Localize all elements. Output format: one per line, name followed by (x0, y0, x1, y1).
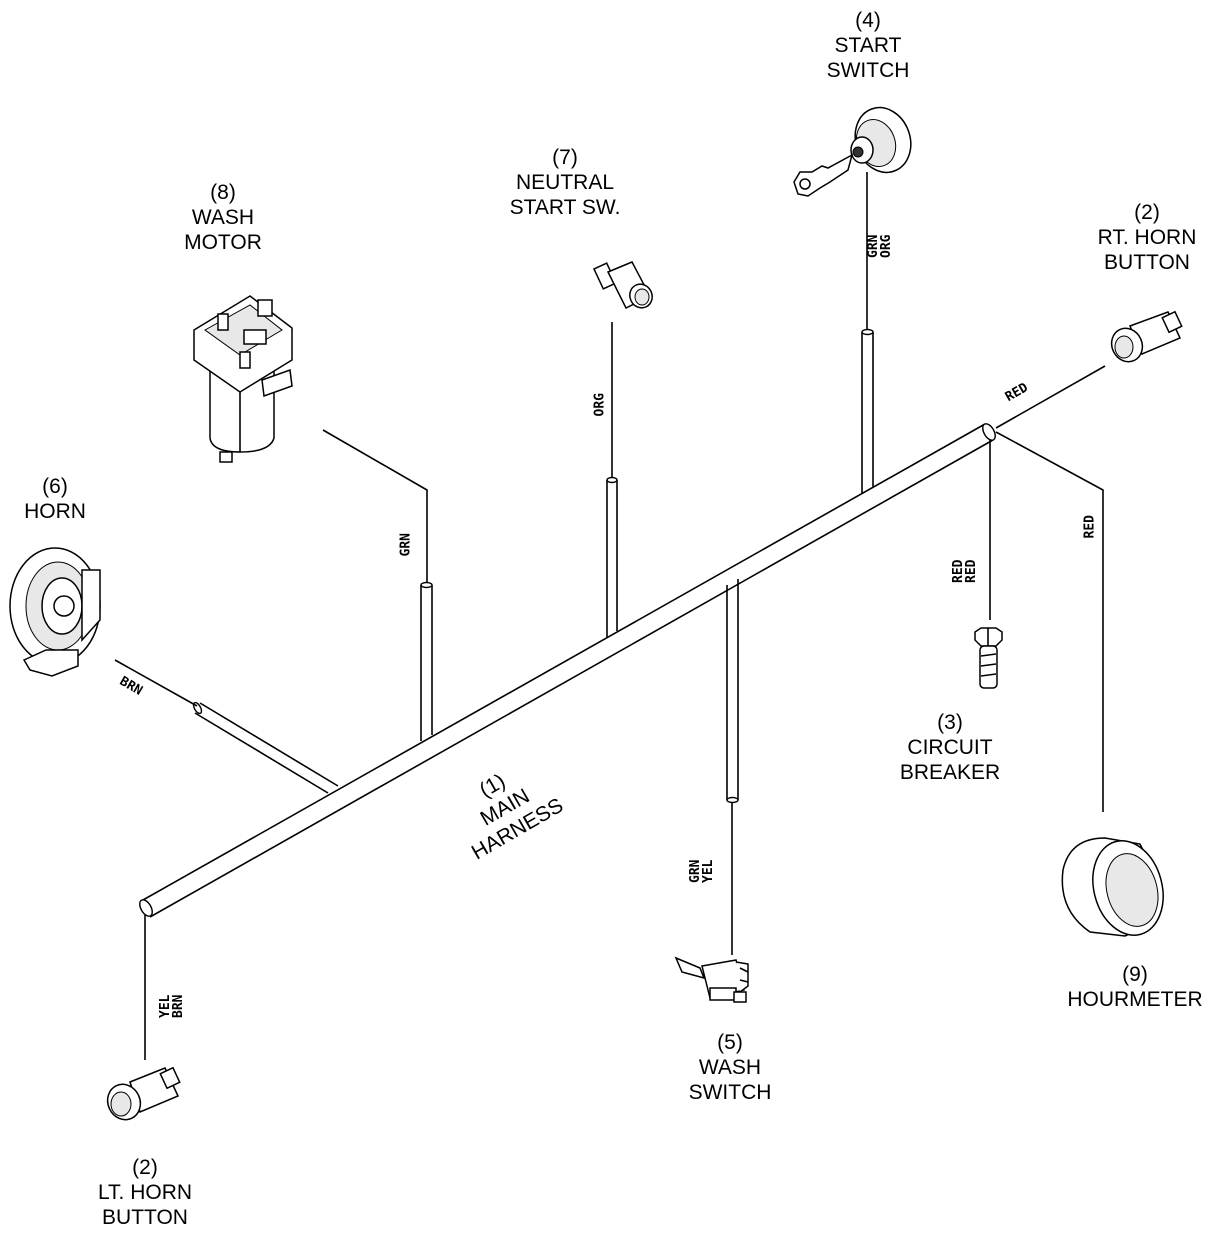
wash-switch-label: (5) WASH SWITCH (688, 1031, 772, 1104)
circuit-breaker-icon (974, 627, 1003, 689)
start-switch-icon (793, 106, 912, 197)
leads-right-end (989, 365, 1106, 812)
wire-code-neutral-start: ORG (592, 393, 608, 417)
neutral-start-sw-label: (7) NEUTRAL START SW. (509, 146, 621, 219)
wire-code-lt-horn: YEL BRN (158, 994, 186, 1018)
wire-code-start-switch: GRN ORG (866, 234, 894, 258)
start-switch-label: (4) START SWITCH (826, 9, 910, 82)
main-harness-tube (139, 423, 996, 918)
horn-label: (6) HORN (24, 475, 86, 523)
branch-neutral-start (606, 322, 618, 637)
hourmeter-label: (9) HOURMETER (1067, 963, 1203, 1011)
wash-switch-icon (674, 956, 749, 1003)
branch-start-switch (861, 172, 874, 493)
wash-motor-icon (193, 295, 293, 463)
lt-horn-button-label: (2) LT. HORN BUTTON (97, 1156, 193, 1229)
branch-wash-switch (726, 579, 739, 955)
lt-horn-button-icon (106, 1066, 181, 1121)
wire-code-wash-motor: GRN (398, 533, 414, 557)
wash-motor-label: (8) WASH MOTOR (184, 181, 262, 254)
rt-horn-button-icon (1110, 310, 1183, 363)
horn-icon (9, 547, 101, 677)
wire-code-wash-switch: GRN YEL (688, 859, 716, 883)
branch-wash-motor (322, 429, 433, 741)
rt-horn-button-label: (2) RT. HORN BUTTON (1097, 201, 1197, 274)
circuit-breaker-label: (3) CIRCUIT BREAKER (899, 711, 1001, 784)
branch-horn (114, 659, 339, 794)
neutral-start-switch-icon (593, 261, 653, 310)
wire-code-circuit-breaker: RED RED (951, 559, 979, 583)
hourmeter-icon (1061, 837, 1164, 937)
wire-code-hourmeter: RED (1082, 515, 1098, 539)
